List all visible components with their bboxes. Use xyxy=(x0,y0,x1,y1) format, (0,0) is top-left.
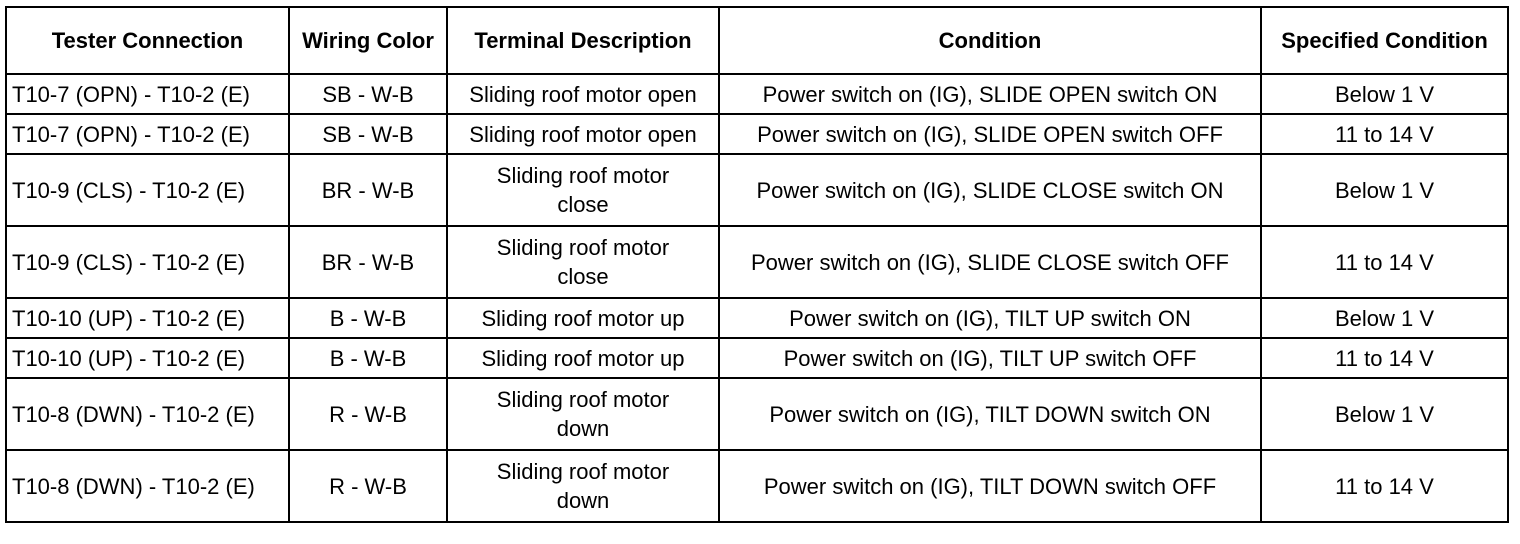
cell-condition: Power switch on (IG), TILT UP switch OFF xyxy=(718,337,1262,379)
table-row: T10-8 (DWN) - T10-2 (E) R - W-B Sliding … xyxy=(5,377,1509,451)
cell-wiring-color: BR - W-B xyxy=(288,225,448,299)
cell-wiring-color: SB - W-B xyxy=(288,113,448,155)
cell-terminal-description: Sliding roof motor up xyxy=(446,337,720,379)
table-row: T10-10 (UP) - T10-2 (E) B - W-B Sliding … xyxy=(5,337,1509,379)
cell-specified-condition: 11 to 14 V xyxy=(1260,449,1509,523)
cell-wiring-color: R - W-B xyxy=(288,377,448,451)
table-row: T10-10 (UP) - T10-2 (E) B - W-B Sliding … xyxy=(5,297,1509,339)
cell-wiring-color: R - W-B xyxy=(288,449,448,523)
cell-specified-condition: 11 to 14 V xyxy=(1260,113,1509,155)
cell-condition: Power switch on (IG), SLIDE OPEN switch … xyxy=(718,73,1262,115)
cell-terminal-description: Sliding roof motor down xyxy=(446,449,720,523)
cell-condition: Power switch on (IG), SLIDE CLOSE switch… xyxy=(718,153,1262,227)
cell-tester-connection: T10-7 (OPN) - T10-2 (E) xyxy=(5,113,290,155)
cell-wiring-color: BR - W-B xyxy=(288,153,448,227)
cell-terminal-description: Sliding roof motor open xyxy=(446,113,720,155)
cell-tester-connection: T10-7 (OPN) - T10-2 (E) xyxy=(5,73,290,115)
header-terminal-description: Terminal Description xyxy=(446,6,720,75)
cell-specified-condition: Below 1 V xyxy=(1260,297,1509,339)
cell-condition: Power switch on (IG), TILT DOWN switch O… xyxy=(718,377,1262,451)
table-row: T10-8 (DWN) - T10-2 (E) R - W-B Sliding … xyxy=(5,449,1509,523)
cell-specified-condition: 11 to 14 V xyxy=(1260,225,1509,299)
table-row: T10-7 (OPN) - T10-2 (E) SB - W-B Sliding… xyxy=(5,113,1509,155)
cell-condition: Power switch on (IG), TILT UP switch ON xyxy=(718,297,1262,339)
cell-wiring-color: B - W-B xyxy=(288,337,448,379)
cell-terminal-description: Sliding roof motor close xyxy=(446,153,720,227)
table-header-row: Tester Connection Wiring Color Terminal … xyxy=(5,6,1509,75)
header-wiring-color: Wiring Color xyxy=(288,6,448,75)
cell-wiring-color: SB - W-B xyxy=(288,73,448,115)
cell-tester-connection: T10-9 (CLS) - T10-2 (E) xyxy=(5,153,290,227)
cell-tester-connection: T10-9 (CLS) - T10-2 (E) xyxy=(5,225,290,299)
header-condition: Condition xyxy=(718,6,1262,75)
cell-wiring-color: B - W-B xyxy=(288,297,448,339)
header-tester-connection: Tester Connection xyxy=(5,6,290,75)
cell-terminal-description: Sliding roof motor open xyxy=(446,73,720,115)
cell-specified-condition: 11 to 14 V xyxy=(1260,337,1509,379)
cell-tester-connection: T10-10 (UP) - T10-2 (E) xyxy=(5,297,290,339)
cell-tester-connection: T10-10 (UP) - T10-2 (E) xyxy=(5,337,290,379)
cell-specified-condition: Below 1 V xyxy=(1260,377,1509,451)
cell-terminal-description: Sliding roof motor up xyxy=(446,297,720,339)
cell-tester-connection: T10-8 (DWN) - T10-2 (E) xyxy=(5,377,290,451)
cell-condition: Power switch on (IG), SLIDE OPEN switch … xyxy=(718,113,1262,155)
cell-specified-condition: Below 1 V xyxy=(1260,153,1509,227)
terminal-spec-table: Tester Connection Wiring Color Terminal … xyxy=(5,6,1509,523)
cell-specified-condition: Below 1 V xyxy=(1260,73,1509,115)
table-row: T10-9 (CLS) - T10-2 (E) BR - W-B Sliding… xyxy=(5,225,1509,299)
header-specified-condition: Specified Condition xyxy=(1260,6,1509,75)
table-row: T10-9 (CLS) - T10-2 (E) BR - W-B Sliding… xyxy=(5,153,1509,227)
cell-terminal-description: Sliding roof motor close xyxy=(446,225,720,299)
cell-terminal-description: Sliding roof motor down xyxy=(446,377,720,451)
cell-condition: Power switch on (IG), TILT DOWN switch O… xyxy=(718,449,1262,523)
table-row: T10-7 (OPN) - T10-2 (E) SB - W-B Sliding… xyxy=(5,73,1509,115)
cell-tester-connection: T10-8 (DWN) - T10-2 (E) xyxy=(5,449,290,523)
cell-condition: Power switch on (IG), SLIDE CLOSE switch… xyxy=(718,225,1262,299)
